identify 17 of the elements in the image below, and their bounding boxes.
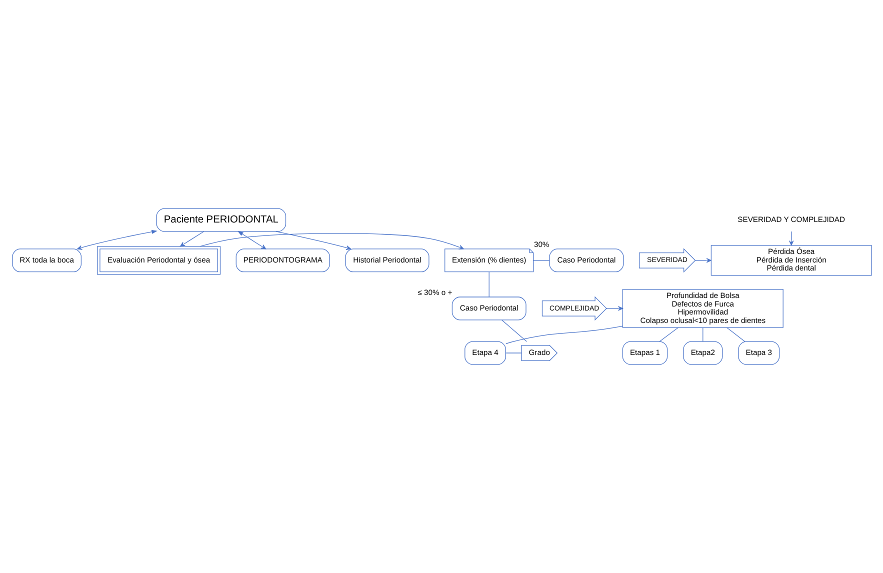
arrow (606, 306, 623, 311)
arrow (275, 231, 351, 250)
arrow (199, 233, 464, 250)
connector (504, 352, 522, 354)
connector (726, 327, 745, 342)
connector (488, 272, 489, 298)
connector (702, 327, 703, 342)
arrow (694, 258, 711, 263)
arrow (180, 231, 204, 247)
arrow (788, 231, 794, 246)
arrow (237, 231, 266, 250)
node-box: Paciente PERIODONTAL (156, 208, 286, 232)
connector (505, 326, 622, 344)
connector (658, 327, 678, 342)
connector (532, 260, 550, 261)
arrow (76, 230, 157, 250)
connector (500, 320, 526, 342)
